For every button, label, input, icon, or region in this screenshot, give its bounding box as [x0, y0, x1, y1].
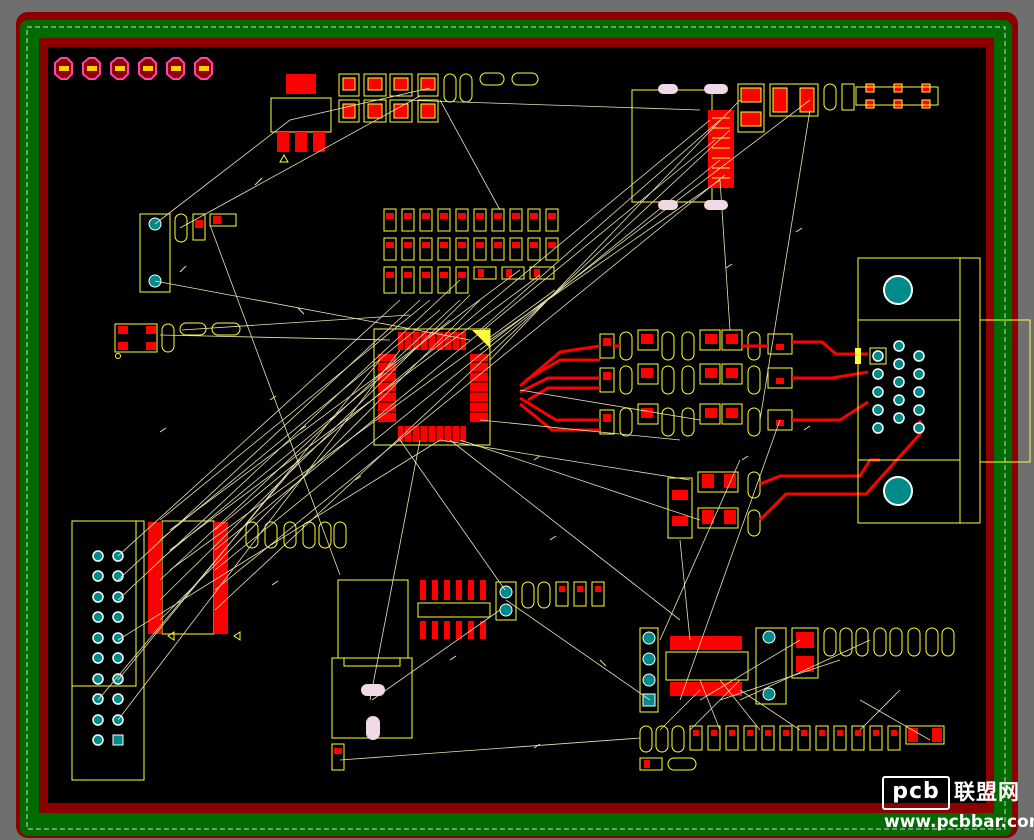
watermark-logo: pcb	[882, 776, 950, 810]
top-right-ic[interactable]	[631, 84, 734, 210]
watermark-brand: 联盟网	[954, 780, 1020, 804]
top-right-passives[interactable]	[737, 83, 939, 133]
voltage-regulator[interactable]	[270, 74, 332, 163]
bottom-right-ics[interactable]	[639, 627, 955, 713]
reset-switch[interactable]	[114, 322, 241, 359]
ratsnest-lines	[97, 87, 931, 761]
resistor-array[interactable]	[383, 208, 559, 294]
power-jack[interactable]	[331, 579, 413, 771]
filter-channels[interactable]	[519, 329, 869, 437]
bottom-right-row[interactable]	[639, 725, 945, 771]
board-area	[48, 47, 986, 803]
net-tick-marks	[159, 177, 811, 749]
board-dashed-outline	[26, 26, 1006, 830]
mounting-holes[interactable]	[54, 57, 213, 80]
db9-connector[interactable]	[855, 257, 1031, 524]
watermark-url: www.pcbbar.com	[884, 812, 1034, 832]
watermark: pcb 联盟网 www.pcbbar.com	[878, 774, 1034, 840]
left-idc-header[interactable]	[71, 520, 145, 781]
